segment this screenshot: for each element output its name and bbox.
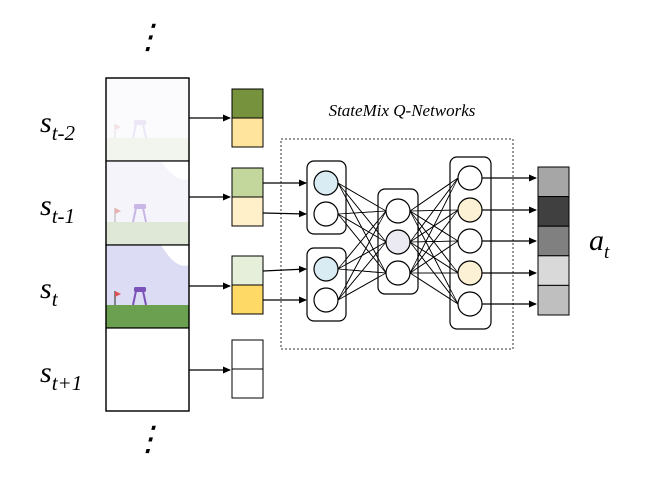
input-node <box>313 287 339 313</box>
walker-body <box>134 287 146 292</box>
connection <box>337 210 387 301</box>
network-connections-top <box>337 177 459 305</box>
flag <box>115 208 121 214</box>
state-vector-top <box>231 339 264 370</box>
frame-hill <box>161 245 189 266</box>
state-vector-top <box>231 167 264 198</box>
walker-body <box>134 120 146 125</box>
frame-stack <box>105 77 190 412</box>
input-node <box>313 201 339 227</box>
state-vector-bottom <box>231 117 264 148</box>
q-network <box>306 156 537 330</box>
connection <box>409 241 459 274</box>
connection <box>337 210 387 270</box>
connection <box>409 177 459 212</box>
connection <box>409 177 459 243</box>
connection <box>337 213 387 243</box>
connection <box>409 272 459 305</box>
walker-leg <box>132 207 137 223</box>
output-node <box>457 197 483 223</box>
action-cell <box>537 284 570 316</box>
frame-1 <box>105 77 190 162</box>
walker-leg <box>132 290 137 306</box>
walker-leg <box>142 290 147 306</box>
frame-ground <box>106 305 189 328</box>
state-vector-bottom <box>231 284 264 315</box>
ellipsis-bottom: ⋮ <box>131 421 165 458</box>
state-vector-top <box>231 255 264 286</box>
connection <box>337 272 387 301</box>
frame-label: st+1 <box>40 356 82 395</box>
network-dashed-box <box>280 138 514 350</box>
frame-label: st-2 <box>40 106 76 145</box>
action-cell <box>537 196 570 227</box>
frame-stack-border <box>105 77 190 412</box>
connection <box>409 240 459 274</box>
frame-labels: st-2 st-1 st st+1 <box>40 106 82 395</box>
state-vector-4 <box>231 339 264 399</box>
frame-hill <box>161 161 189 180</box>
frame-ground <box>106 222 189 245</box>
state-vector-bottom <box>231 196 264 227</box>
walker-body <box>134 204 146 209</box>
walker-leg <box>142 207 147 223</box>
action-cell <box>537 225 570 257</box>
output-node <box>457 165 483 191</box>
output-node <box>457 291 483 317</box>
action-cell <box>537 166 570 198</box>
ellipsis-top: ⋮ <box>131 19 165 56</box>
input-node <box>313 256 339 282</box>
hidden-node <box>385 229 411 255</box>
frame-label: st <box>40 272 59 311</box>
input-node <box>313 170 339 196</box>
hidden-node <box>385 260 411 286</box>
state-vector-1 <box>231 88 264 148</box>
state-vector-2 <box>231 167 264 227</box>
hidden-node <box>385 198 411 224</box>
flag <box>115 291 121 297</box>
walker-leg <box>142 123 147 139</box>
flag <box>115 124 121 130</box>
state-vector-3 <box>231 255 264 315</box>
connection <box>337 213 387 274</box>
connection <box>337 241 387 301</box>
connection <box>337 182 387 212</box>
frame-4 <box>105 327 190 412</box>
action-bar <box>537 166 570 316</box>
frame-3 <box>105 244 190 329</box>
vector-to-net-arrow <box>262 265 307 273</box>
output-label: at <box>589 224 610 263</box>
walker-leg <box>132 123 137 139</box>
network-title: StateMix Q-Networks <box>329 101 476 120</box>
output-node <box>457 260 483 286</box>
frame-label: st-1 <box>40 189 75 228</box>
state-vectors <box>231 88 264 399</box>
frame-ground <box>106 138 189 161</box>
frame-2 <box>105 160 190 246</box>
state-vector-bottom <box>231 368 264 399</box>
connection <box>409 209 459 274</box>
state-vector-top <box>231 88 264 119</box>
connection <box>409 177 459 274</box>
output-node <box>457 228 483 254</box>
vector-to-net-arrow <box>262 210 307 218</box>
arrows <box>189 114 307 374</box>
connection <box>337 210 387 215</box>
frame-sky <box>106 328 189 411</box>
action-cell <box>537 255 570 286</box>
